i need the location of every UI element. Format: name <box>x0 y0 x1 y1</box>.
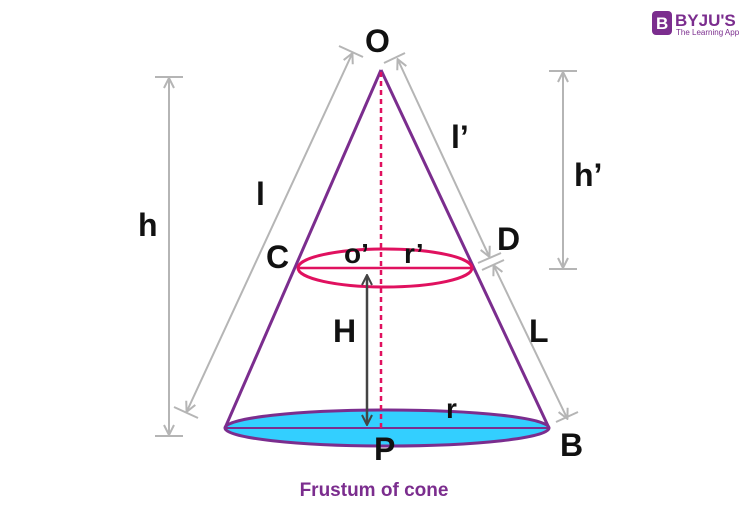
label-full-slant-l: l <box>256 176 265 212</box>
brand-logo: B BYJU'S The Learning App <box>652 11 740 37</box>
label-frustum-slant-L: L <box>529 313 549 349</box>
label-top-slant-l-prime: l’ <box>451 119 469 155</box>
brand-logo-letter: B <box>656 14 668 33</box>
brand-logo-badge <box>652 11 672 35</box>
label-frustum-height-H: H <box>333 313 356 349</box>
label-top-height-h-prime: h’ <box>574 157 602 193</box>
label-top-radius-r-prime: r’ <box>404 238 424 269</box>
label-apex-o: O <box>365 23 390 59</box>
top-slant-arrow <box>398 60 489 256</box>
label-bottom-center-p: P <box>374 431 395 467</box>
full-slant-arrow <box>187 54 352 411</box>
full-slant-tick-bottom <box>173 406 199 419</box>
label-top-center-o-prime: o’ <box>344 238 369 269</box>
frustum-slant-tick-top <box>481 259 505 271</box>
label-bottom-radius-r: r <box>446 393 457 424</box>
top-slant-tick-top <box>383 52 406 64</box>
label-left-top-c: C <box>266 239 289 275</box>
label-full-height-h: h <box>138 207 158 243</box>
frustum-slant-arrow <box>494 266 567 418</box>
brand-name: BYJU'S <box>675 11 736 30</box>
label-right-top-d: D <box>497 221 520 257</box>
label-right-bottom-b: B <box>560 427 583 463</box>
brand-tagline: The Learning App <box>676 28 740 37</box>
caption-text: Frustum of cone <box>300 480 449 501</box>
